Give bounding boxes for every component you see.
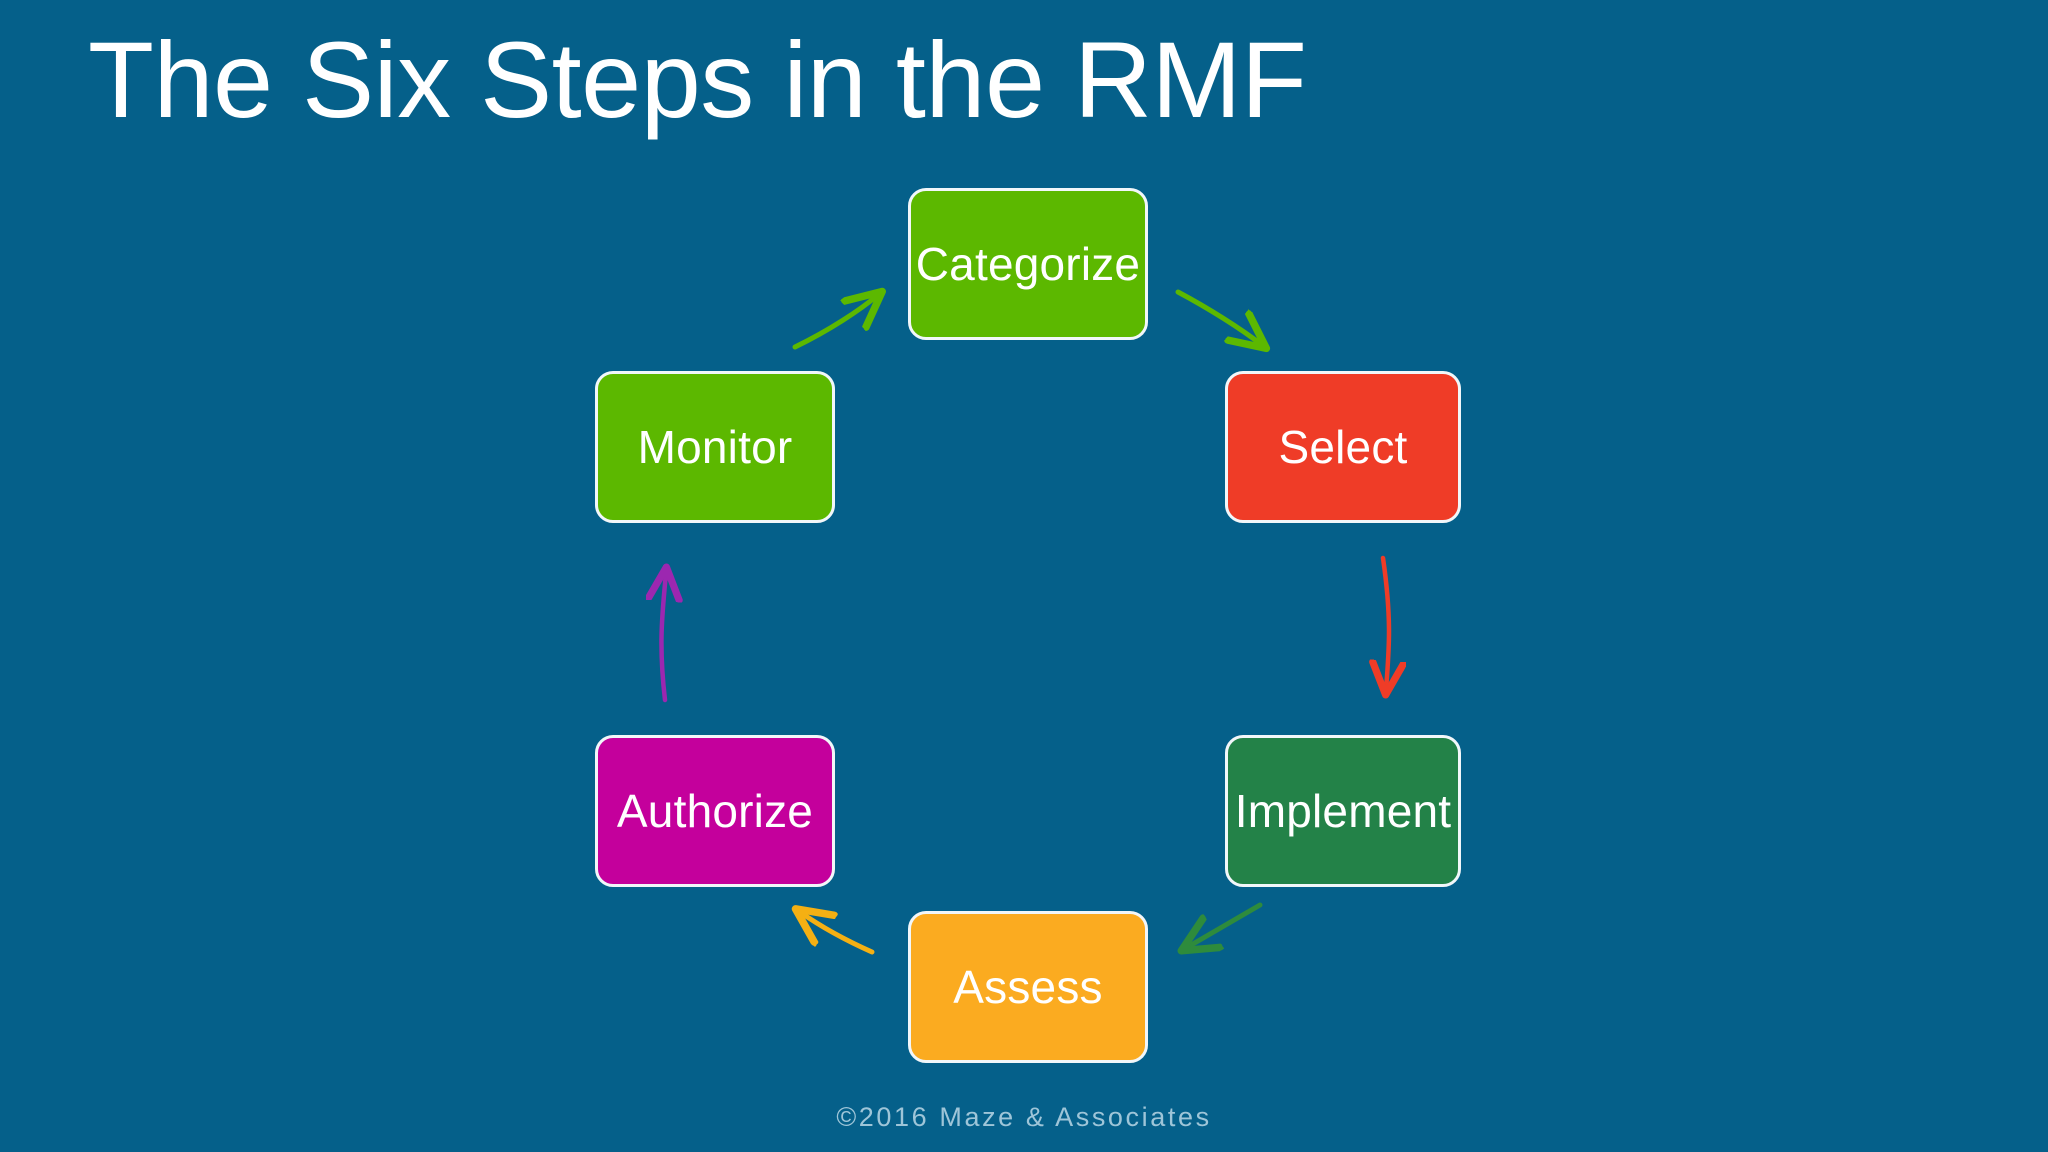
cycle-node-label: Categorize xyxy=(915,238,1141,290)
cycle-node-authorize[interactable]: Authorize xyxy=(595,735,835,887)
cycle-node-label: Assess xyxy=(953,961,1103,1013)
cycle-node-implement[interactable]: Implement xyxy=(1225,735,1461,887)
cycle-node-select[interactable]: Select xyxy=(1225,371,1461,523)
page-title: The Six Steps in the RMF xyxy=(88,19,1307,140)
cycle-node-monitor[interactable]: Monitor xyxy=(595,371,835,523)
cycle-node-label: Monitor xyxy=(637,421,793,473)
cycle-node-label: Authorize xyxy=(616,785,814,837)
arrow-implement-to-assess xyxy=(1186,902,1263,948)
cycle-node-assess[interactable]: Assess xyxy=(908,911,1148,1063)
cycle-node-categorize[interactable]: Categorize xyxy=(908,188,1148,340)
arrow-select-to-implement xyxy=(1383,555,1389,690)
arrow-categorize-to-select xyxy=(1175,289,1262,345)
arrow-monitor-to-categorize xyxy=(792,295,878,350)
copyright-footer: ©2016 Maze & Associates xyxy=(836,1102,1212,1132)
arrow-assess-to-authorize xyxy=(800,912,875,955)
cycle-node-label: Select xyxy=(1278,421,1408,473)
arrow-authorize-to-monitor xyxy=(661,572,666,703)
cycle-node-label: Implement xyxy=(1234,785,1452,837)
